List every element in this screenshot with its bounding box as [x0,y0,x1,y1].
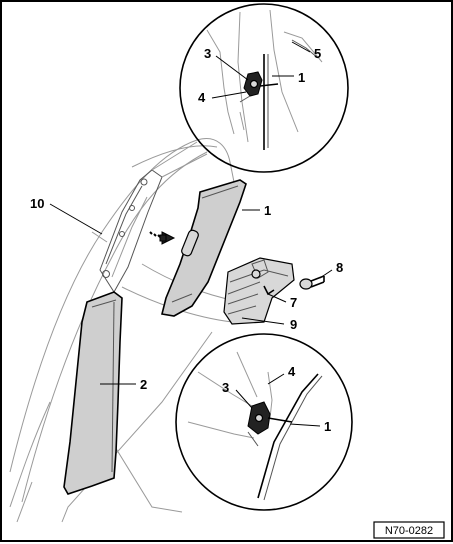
belt-height-adjuster [223,257,295,325]
leader-lines [49,41,333,427]
adjuster-screw-hole [251,269,261,279]
lower-pillar-trim-panel [63,291,123,495]
callout-5-top: 5 [314,46,321,61]
reference-code: N70-0282 [385,525,433,537]
mounting-hole [129,205,135,211]
mounting-hole [119,231,125,237]
upper-pillar-trim-panel [161,179,247,317]
callout-3-bottom: 3 [222,380,229,395]
callout-7: 7 [290,295,297,310]
top-detail-circle [179,3,349,173]
callout-3-top: 3 [204,46,211,61]
callout-1-bottom: 1 [324,419,331,434]
reference-code-box: N70-0282 [373,521,445,539]
mounting-hole [140,178,148,186]
callout-10: 10 [30,196,44,211]
callout-8: 8 [336,260,343,275]
direction-arrow-icon [149,231,176,245]
bottom-detail-circle [175,333,353,511]
callout-2: 2 [140,377,147,392]
pillar-body-shell [99,141,208,293]
callout-1-top: 1 [298,70,305,85]
callout-4-bottom: 4 [288,364,296,379]
callout-4-top: 4 [198,90,206,105]
callout-1-mid: 1 [264,203,271,218]
grab-handle-recess [181,229,199,257]
callout-labels: 3 4 1 5 10 1 8 7 9 2 4 3 1 [30,46,343,434]
mounting-hole [102,270,110,278]
callout-9: 9 [290,317,297,332]
